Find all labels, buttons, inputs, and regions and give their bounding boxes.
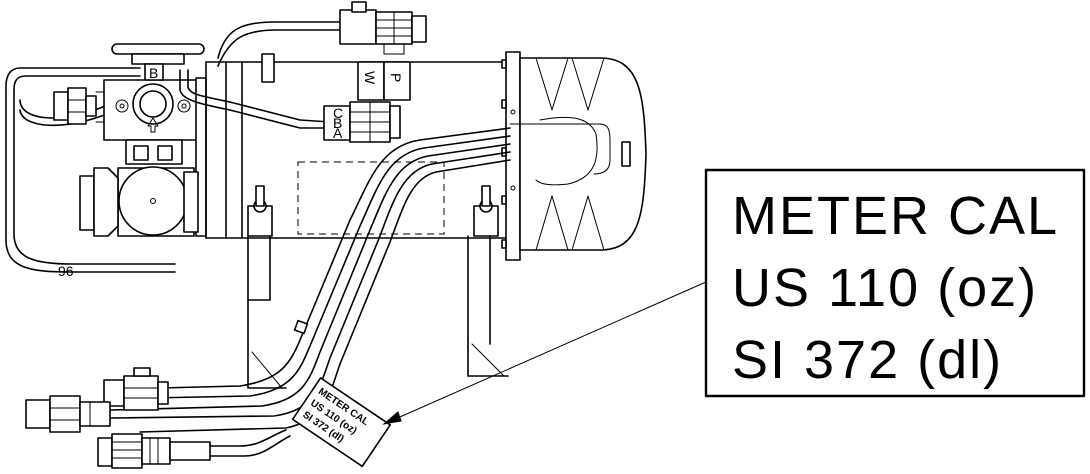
round-connector [97, 429, 291, 469]
right-flange [501, 51, 647, 261]
upper-cable [217, 21, 341, 67]
wire-harness [109, 123, 611, 433]
callout-line-1: METER CAL [732, 186, 1059, 246]
callout-line-2: US 110 (oz) [732, 258, 1038, 318]
body-mark-upper: W [362, 71, 378, 85]
mid-connector: C B A [323, 101, 401, 143]
tank-top [111, 43, 205, 65]
left-hose-loop: 96 [5, 67, 176, 279]
valve-block: B [103, 63, 207, 237]
callout-line-3: SI 372 (dl) [732, 330, 1003, 390]
svg-text:B: B [333, 115, 342, 131]
right-bracket [467, 185, 509, 377]
svg-text:C: C [333, 105, 343, 121]
valve-top-mark: B [149, 65, 158, 81]
upper-connector [339, 1, 427, 55]
solenoid [79, 166, 199, 237]
lower-connector-1 [103, 367, 169, 411]
mid-cable [179, 69, 331, 129]
meter-cal-callout: METER CAL US 110 (oz) SI 372 (dl) [704, 168, 1086, 398]
leader-line [382, 281, 707, 425]
inlet-fitting [53, 87, 105, 125]
svg-text:A: A [333, 125, 343, 141]
meter-cal-tag: METER CAL US 110 (oz) SI 372 (dl) [291, 377, 392, 468]
lower-connector-2 [25, 395, 111, 433]
cylinder-body: W P [205, 53, 511, 239]
body-mark-lower: P [388, 73, 404, 82]
left-bracket [247, 185, 287, 389]
svg-text:96: 96 [58, 263, 74, 279]
